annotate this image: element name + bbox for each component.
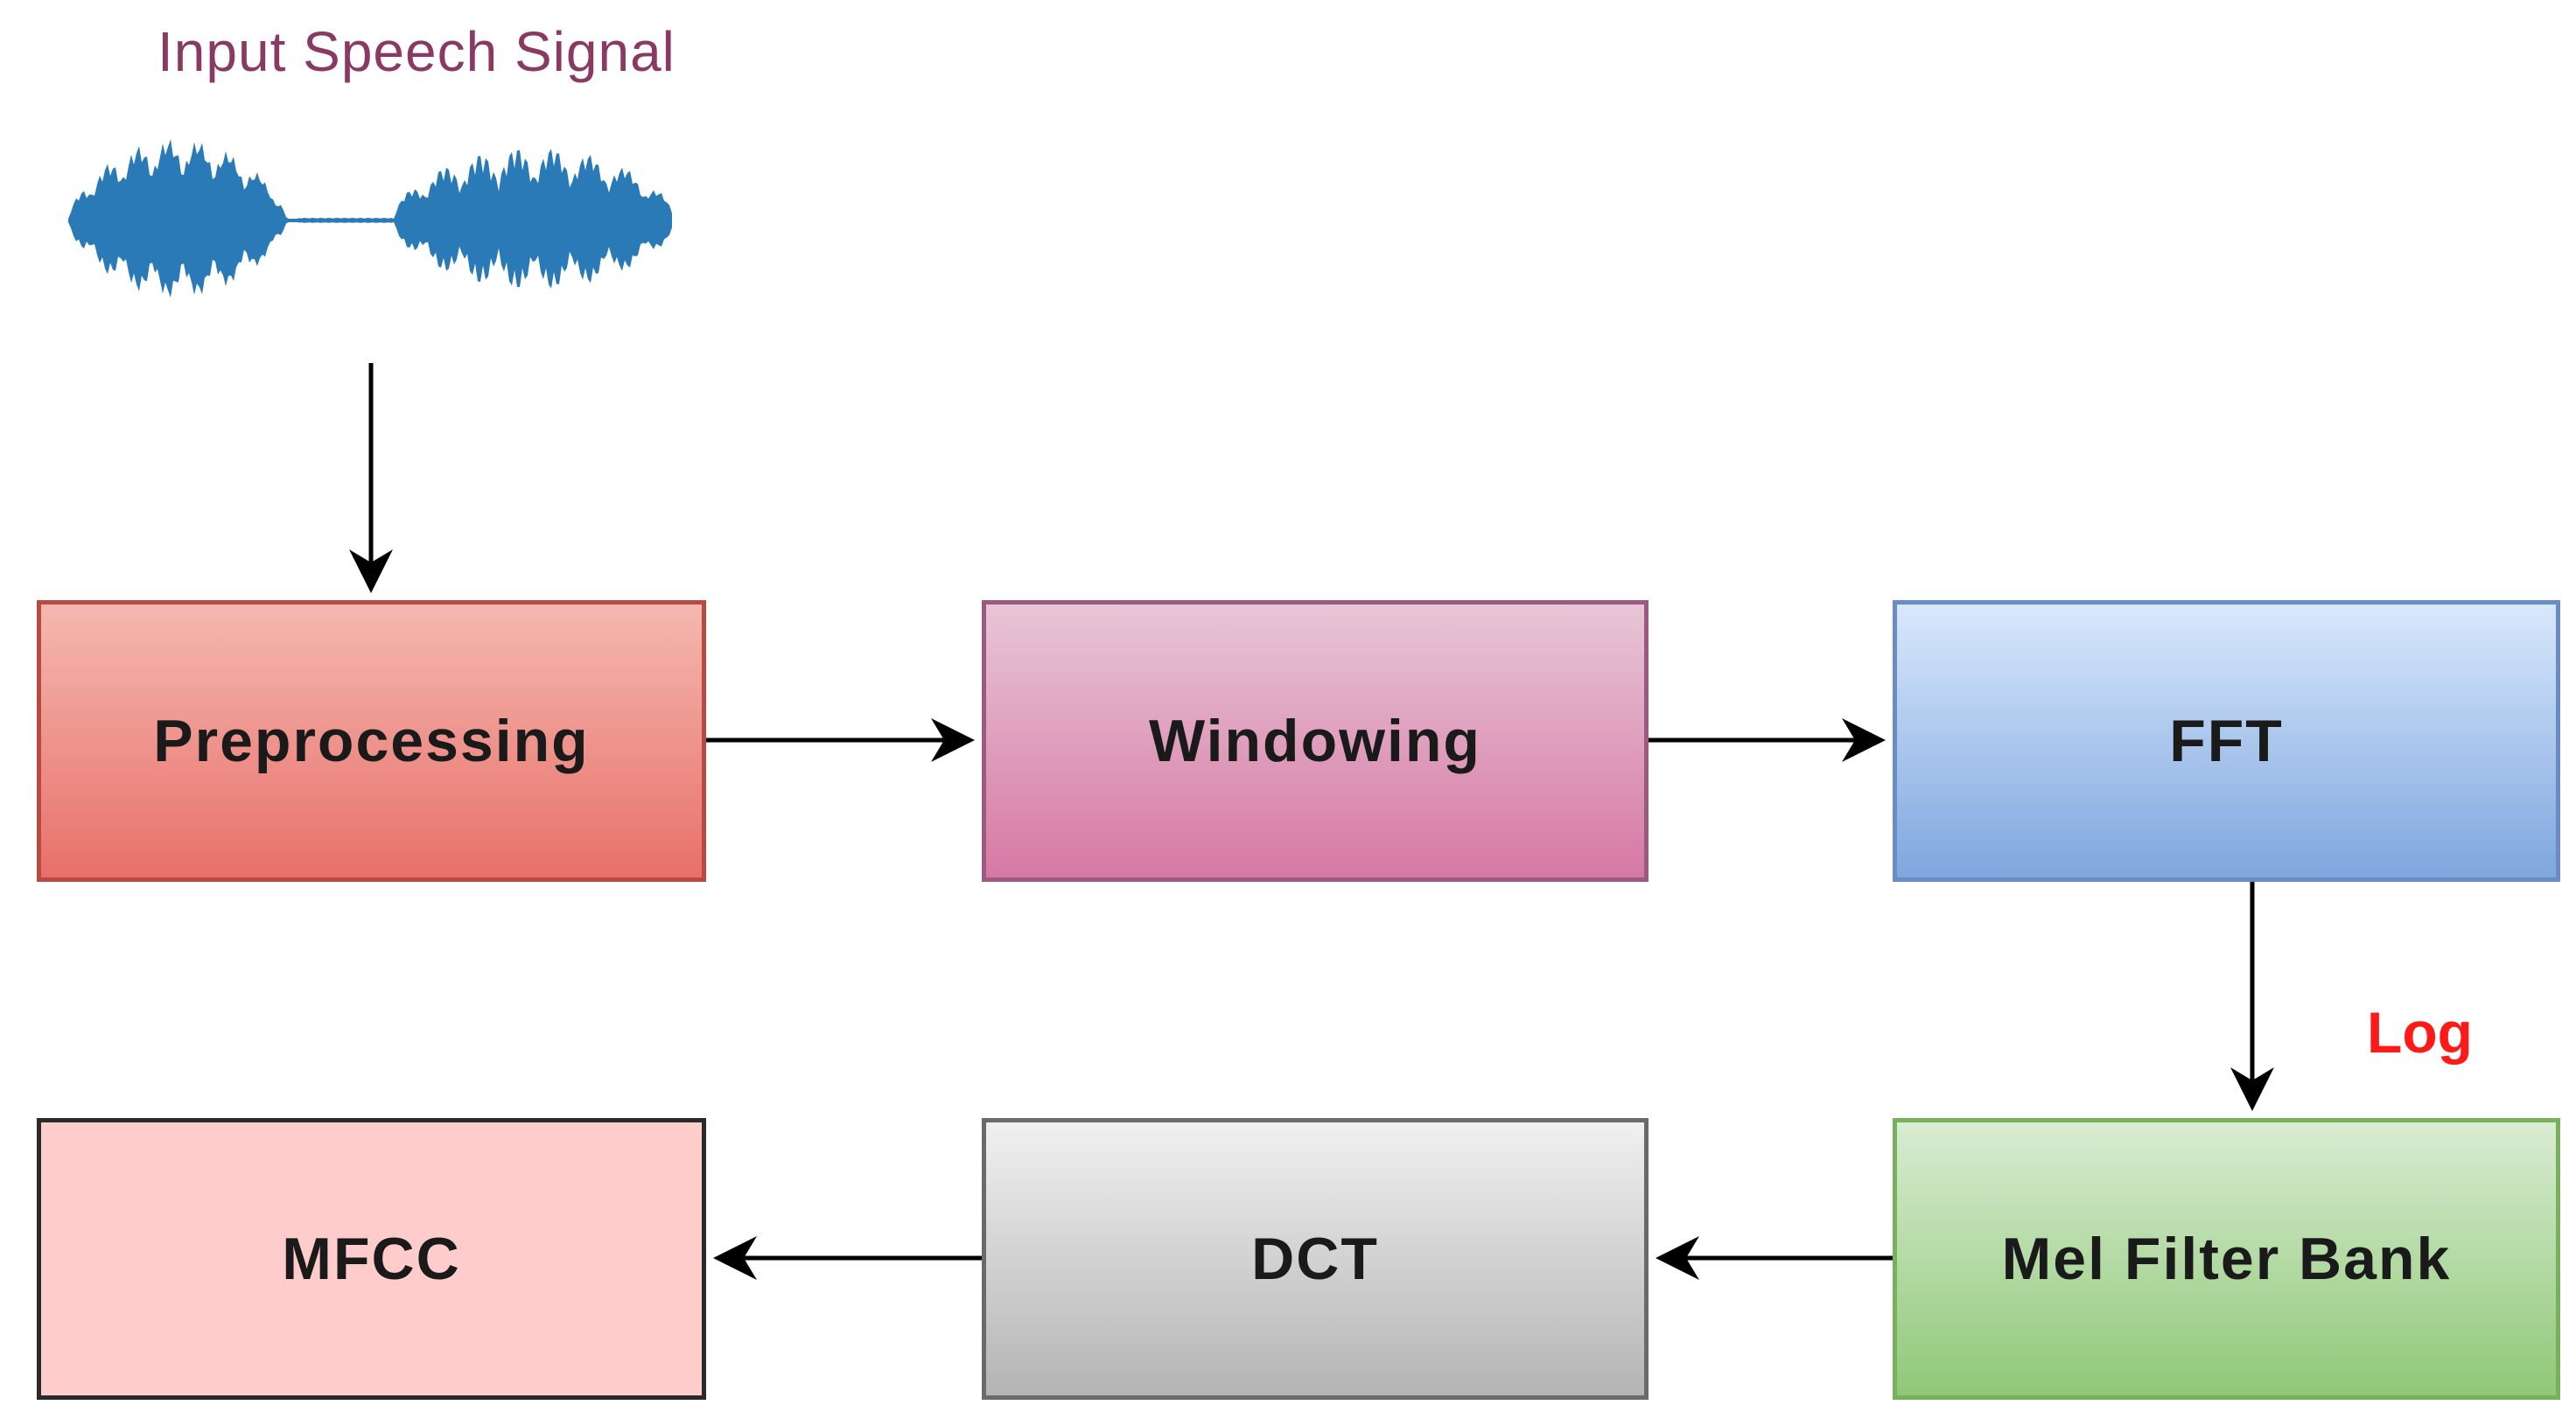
speech-waveform-icon (68, 139, 672, 298)
fft-label: FFT (2169, 708, 2284, 774)
input-speech-signal-title: Input Speech Signal (158, 20, 676, 83)
mel-filter-bank-label: Mel Filter Bank (2001, 1226, 2452, 1292)
mel-filter-bank-block: Mel Filter Bank (1893, 1118, 2560, 1400)
dct-block: DCT (982, 1118, 1648, 1400)
windowing-label: Windowing (1149, 708, 1481, 774)
fft-block: FFT (1893, 600, 2560, 882)
mfcc-label: MFCC (282, 1226, 461, 1292)
dct-label: DCT (1251, 1226, 1379, 1292)
preprocessing-label: Preprocessing (153, 708, 590, 774)
mfcc-block: MFCC (37, 1118, 706, 1400)
preprocessing-block: Preprocessing (37, 600, 706, 882)
log-label: Log (2367, 1000, 2473, 1065)
windowing-block: Windowing (982, 600, 1648, 882)
